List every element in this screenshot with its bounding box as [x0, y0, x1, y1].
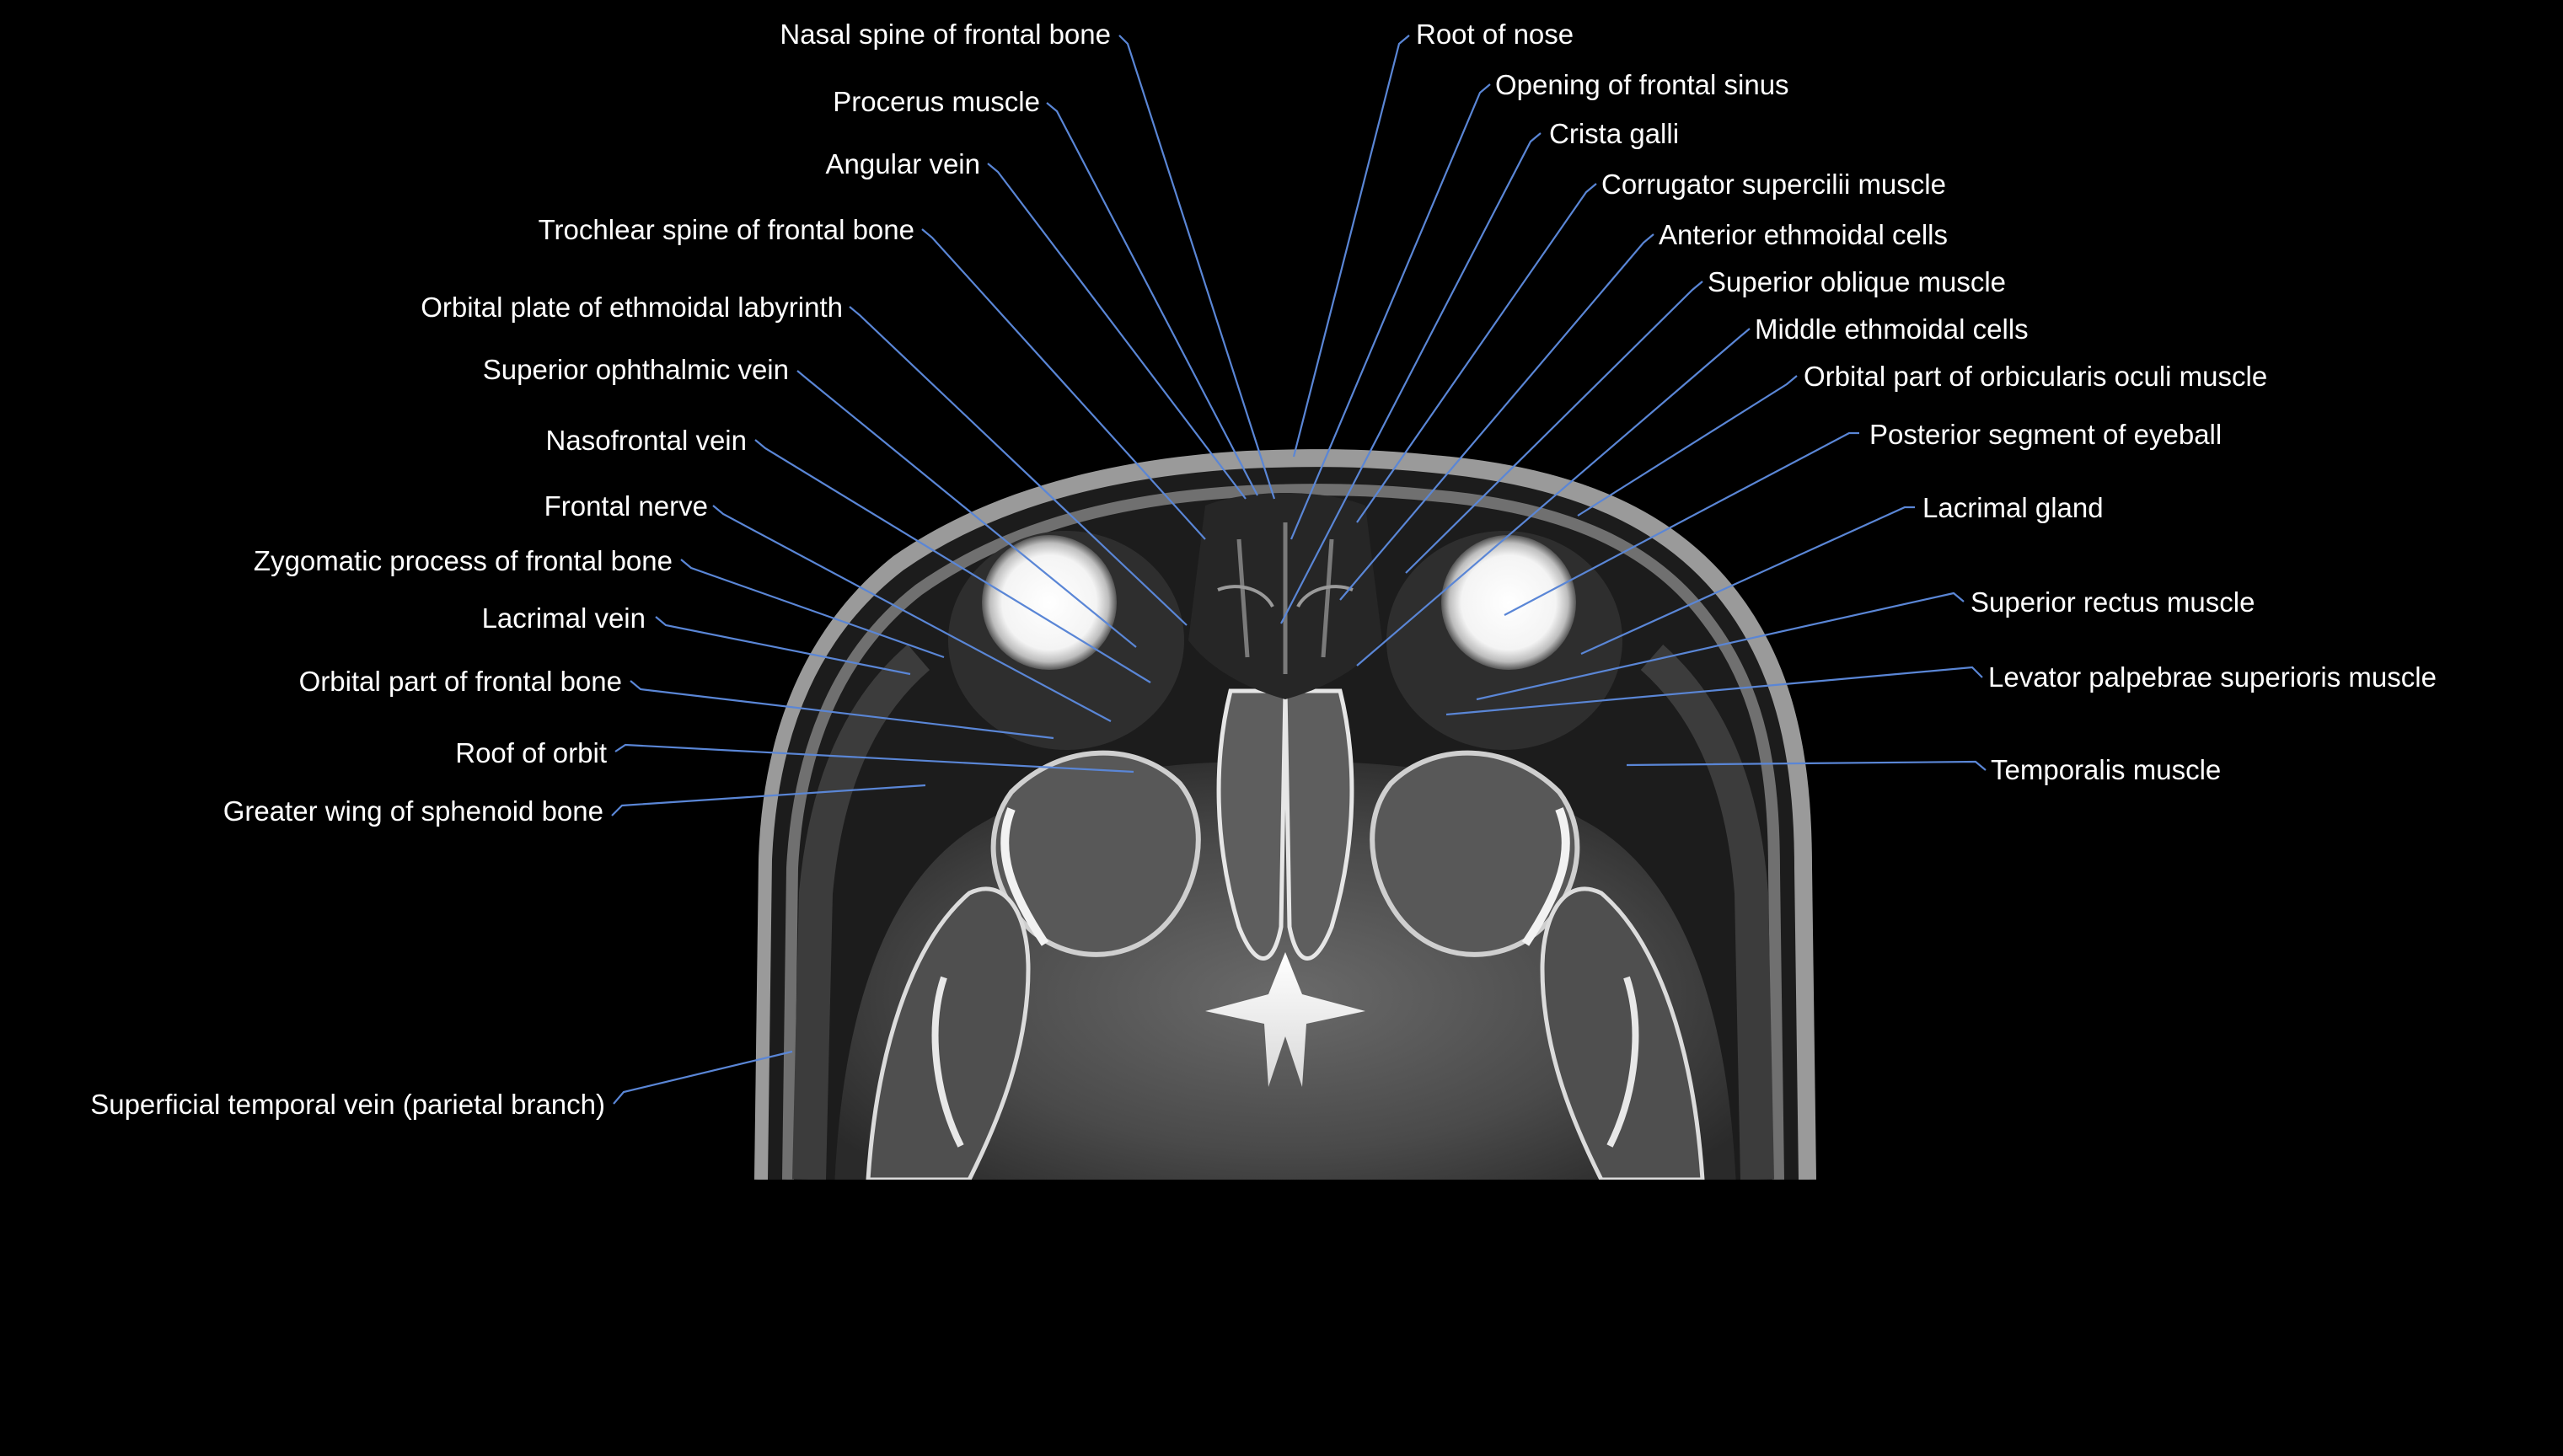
mri-scan-image	[754, 449, 1816, 1180]
label-temporalis-muscle: Temporalis muscle	[1991, 754, 2221, 785]
label-nasal-spine-of-frontal-bone: Nasal spine of frontal bone	[780, 19, 1111, 50]
label-orbital-part-frontal-bone: Orbital part of frontal bone	[299, 666, 622, 697]
leader-temporalis	[1626, 760, 1987, 771]
label-angular-vein: Angular vein	[826, 148, 980, 179]
label-crista-galli: Crista galli	[1549, 118, 1679, 149]
leader-posterior-eyeball	[1504, 431, 1859, 616]
leader-zygomatic-process	[680, 559, 945, 659]
label-procerus-muscle: Procerus muscle	[833, 86, 1040, 117]
label-superior-oblique-muscle: Superior oblique muscle	[1708, 266, 2006, 297]
leader-orbital-plate	[849, 306, 1188, 626]
leader-roof-of-orbit	[614, 743, 1134, 774]
leader-superficial-temporal	[613, 1050, 793, 1105]
leader-angular-vein	[987, 163, 1247, 500]
leader-lacrimal-vein	[655, 616, 911, 676]
labels-right: Root of nose Opening of frontal sinus Cr…	[1416, 19, 2437, 785]
label-zygomatic-process: Zygomatic process of frontal bone	[254, 545, 673, 576]
leader-anterior-ethmoidal	[1339, 233, 1654, 601]
leader-frontal-nerve	[712, 505, 1112, 722]
leader-superior-rectus	[1476, 592, 1965, 701]
leader-crista-galli	[1280, 132, 1542, 624]
label-greater-wing-sphenoid: Greater wing of sphenoid bone	[223, 795, 603, 827]
leader-levator	[1445, 666, 1983, 716]
label-lacrimal-gland: Lacrimal gland	[1922, 492, 2104, 523]
leader-orbicularis	[1577, 375, 1798, 517]
label-nasofrontal-vein: Nasofrontal vein	[546, 425, 747, 456]
leader-orbital-part-frontal	[630, 680, 1054, 740]
label-trochlear-spine: Trochlear spine of frontal bone	[539, 214, 914, 245]
label-anterior-ethmoidal-cells: Anterior ethmoidal cells	[1659, 219, 1948, 250]
leader-lines	[611, 35, 1987, 1105]
leader-superior-ophthalmic	[796, 370, 1137, 648]
leader-procerus	[1046, 102, 1258, 496]
label-orbicularis-oculi: Orbital part of orbicularis oculi muscle	[1804, 361, 2267, 392]
label-middle-ethmoidal-cells: Middle ethmoidal cells	[1755, 313, 2029, 345]
label-superior-rectus-muscle: Superior rectus muscle	[1971, 586, 2255, 618]
label-root-of-nose: Root of nose	[1416, 19, 1574, 50]
label-lacrimal-vein: Lacrimal vein	[482, 602, 646, 634]
leader-frontal-sinus	[1290, 83, 1491, 540]
label-orbital-plate-ethmoidal: Orbital plate of ethmoidal labyrinth	[421, 292, 843, 323]
leader-superior-oblique	[1405, 281, 1703, 574]
label-posterior-segment-eyeball: Posterior segment of eyeball	[1869, 419, 2222, 450]
right-eyeball	[1441, 535, 1576, 670]
label-superficial-temporal-vein: Superficial temporal vein (parietal bran…	[90, 1089, 605, 1120]
left-eyeball	[982, 535, 1117, 670]
label-superior-ophthalmic-vein: Superior ophthalmic vein	[483, 354, 789, 385]
label-roof-of-orbit: Roof of orbit	[455, 737, 607, 768]
label-frontal-nerve: Frontal nerve	[544, 490, 708, 522]
leader-lacrimal-gland	[1580, 506, 1915, 656]
leader-root-of-nose	[1292, 35, 1410, 458]
leader-nasofrontal	[754, 439, 1151, 683]
leader-corrugator	[1356, 183, 1597, 523]
label-levator-palpebrae: Levator palpebrae superioris muscle	[1988, 661, 2437, 693]
leader-middle-ethmoidal	[1356, 328, 1751, 666]
labels-left: Nasal spine of frontal bone Procerus mus…	[90, 19, 1111, 1120]
leader-nasal-spine	[1118, 35, 1276, 500]
label-corrugator-supercilii: Corrugator supercilii muscle	[1601, 169, 1946, 200]
leader-trochlear-spine	[921, 228, 1206, 540]
leader-greater-wing	[611, 784, 926, 816]
label-opening-frontal-sinus: Opening of frontal sinus	[1495, 69, 1789, 100]
